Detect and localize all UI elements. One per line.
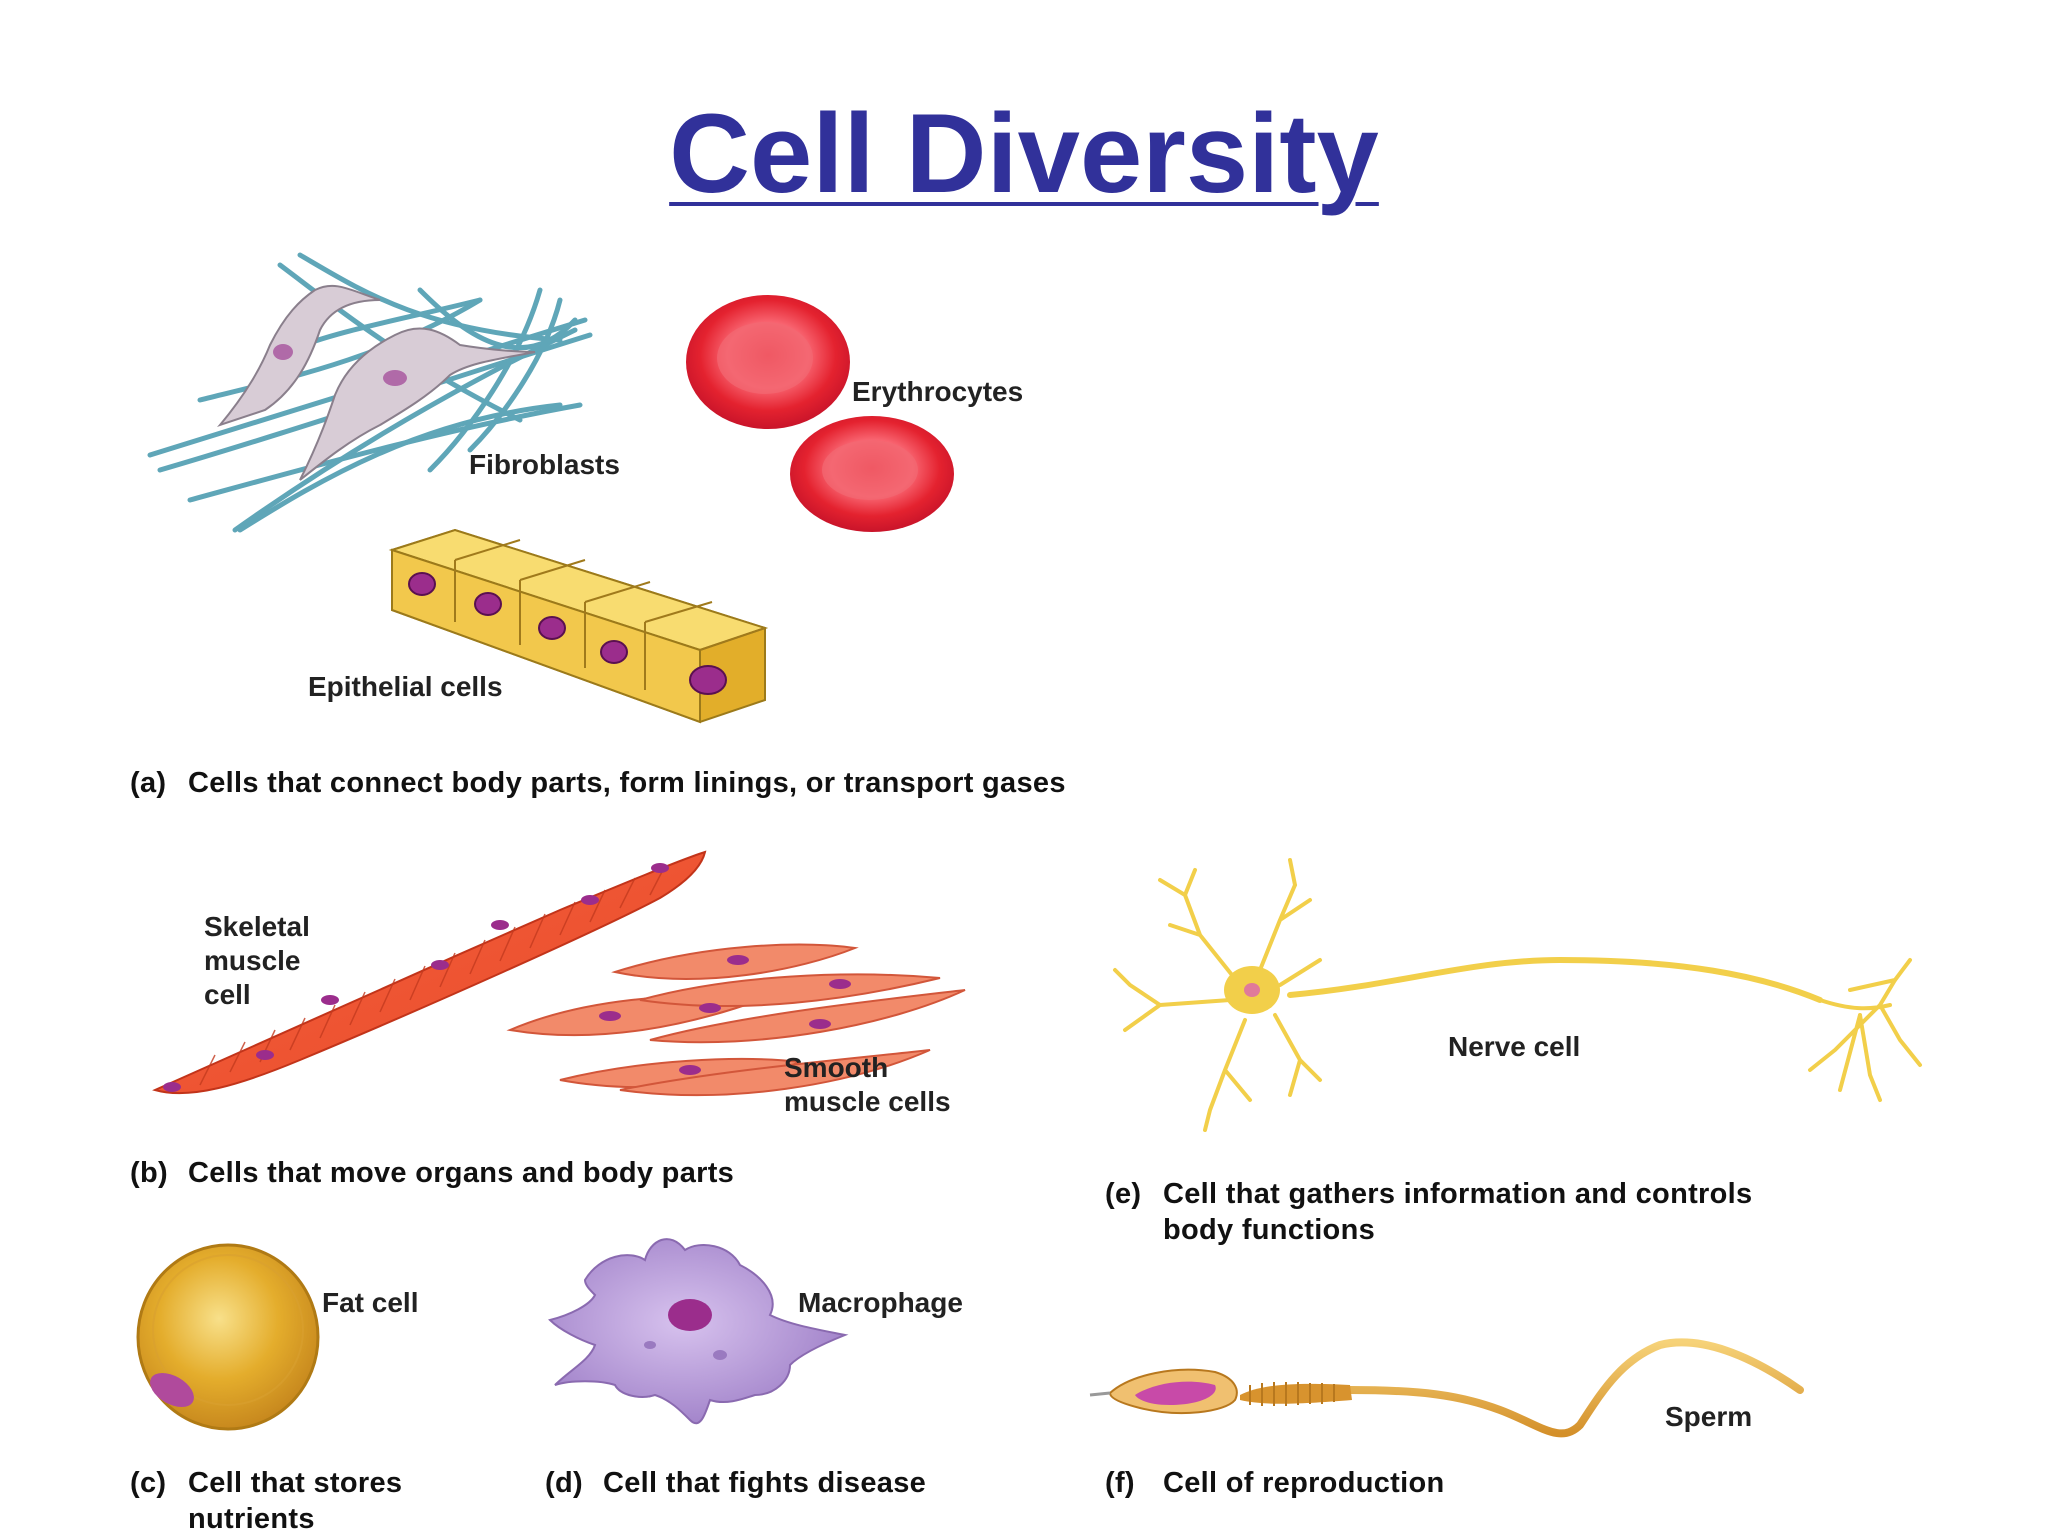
caption-a-code: (a) (130, 767, 167, 799)
caption-d-code: (d) (545, 1467, 583, 1499)
label-skeletal-muscle-cell: Skeletal muscle cell (204, 911, 310, 1010)
caption-d-text: Cell that fights disease (603, 1467, 927, 1499)
smooth-nucleus (699, 1003, 721, 1013)
caption-a-text: Cells that connect body parts, form lini… (188, 767, 1066, 799)
fibroblast-nucleus (273, 344, 293, 360)
page-title: Cell Diversity (669, 91, 1379, 216)
label-erythrocytes: Erythrocytes (852, 376, 1024, 407)
fibroblast-nucleus (383, 370, 407, 386)
erythrocytes-illustration (686, 295, 954, 532)
caption-d: (d) Cell that fights disease (545, 1465, 926, 1501)
smooth-nucleus (727, 955, 749, 965)
caption-b: (b) Cells that move organs and body parts (130, 1155, 734, 1191)
caption-f-code: (f) (1105, 1467, 1135, 1499)
fibroblast-cells (216, 284, 536, 481)
caption-c-text-line2: nutrients (188, 1503, 315, 1535)
smooth-muscle-illustration (506, 943, 966, 1097)
label-smooth-muscle-cells: Smooth muscle cells (784, 1052, 951, 1117)
caption-e: (e) Cell that gathers information and con… (1105, 1176, 1752, 1248)
caption-b-code: (b) (130, 1157, 168, 1189)
caption-a: (a) Cells that connect body parts, form l… (130, 765, 1066, 801)
skeletal-muscle-illustration (152, 850, 707, 1095)
caption-c: (c) Cell that stores nutrients (130, 1465, 402, 1536)
caption-f: (f) Cell of reproduction (1105, 1465, 1445, 1501)
smooth-nucleus (679, 1065, 701, 1075)
label-fat-cell: Fat cell (322, 1287, 419, 1318)
caption-e-text: Cell that gathers information and contro… (1163, 1178, 1753, 1210)
label-sperm: Sperm (1665, 1401, 1753, 1432)
nerve-cell-nucleus (1244, 983, 1260, 997)
caption-c-text: Cell that stores (188, 1467, 403, 1499)
smooth-nucleus (809, 1019, 831, 1029)
caption-e-text-line2: body functions (1163, 1214, 1376, 1246)
caption-f-text: Cell of reproduction (1163, 1467, 1445, 1499)
caption-c-code: (c) (130, 1467, 167, 1499)
caption-e-code: (e) (1105, 1178, 1142, 1210)
epithelial-nuclei (408, 572, 727, 695)
fat-cell-illustration (136, 1243, 320, 1431)
label-fibroblasts: Fibroblasts (469, 449, 620, 480)
sperm-illustration (1089, 1338, 1804, 1438)
macrophage-illustration (548, 1238, 849, 1425)
smooth-nucleus (599, 1011, 621, 1021)
label-epithelial-cells: Epithelial cells (308, 671, 503, 702)
nerve-cell-illustration (1113, 858, 1922, 1132)
smooth-nucleus (829, 979, 851, 989)
label-macrophage: Macrophage (798, 1287, 963, 1318)
caption-b-text: Cells that move organs and body parts (188, 1157, 735, 1189)
label-nerve-cell: Nerve cell (1448, 1031, 1581, 1062)
